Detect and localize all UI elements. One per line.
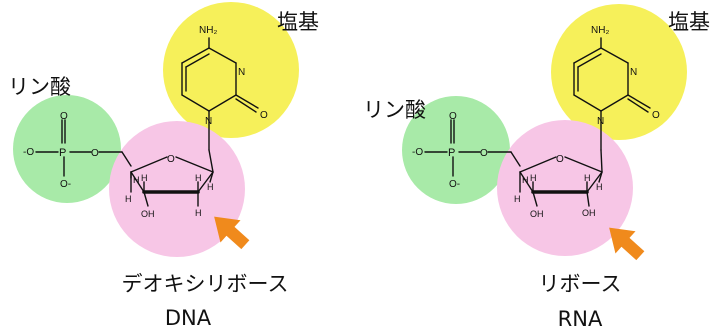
ring-nitrogen-label: N xyxy=(630,67,637,78)
c3-hydroxyl-label: OH xyxy=(141,209,155,219)
sugar-highlight xyxy=(109,121,245,257)
c4-hydrogen-label: H xyxy=(522,175,529,185)
phosphate-bottom-oxygen-label: O- xyxy=(60,179,71,190)
ring-nitrogen-label: N xyxy=(238,67,245,78)
phosphate-label: リン酸 xyxy=(363,98,426,122)
base-highlight xyxy=(551,4,687,140)
c2-hydrogen-label: H xyxy=(195,173,202,183)
nucleic-acid-name: DNA xyxy=(165,306,212,330)
dna-panel: NH₂ N N O O -O P O O- xyxy=(8,2,319,330)
ring-oxygen-label: O xyxy=(167,154,175,165)
deoxyribose-ring xyxy=(130,149,214,207)
amine-group-label: NH₂ xyxy=(199,25,217,36)
phosphate-top-oxygen-label: O xyxy=(60,111,68,122)
ring-oxygen-label: O xyxy=(556,154,564,165)
amine-group-label: NH₂ xyxy=(591,25,609,36)
cytosine-ring xyxy=(181,37,259,151)
phosphate-highlight xyxy=(13,95,121,203)
c4-lower-hydrogen-label: H xyxy=(125,194,132,204)
c3-hydrogen-label: H xyxy=(141,173,148,183)
phosphate-label: リン酸 xyxy=(8,75,71,99)
carbonyl-oxygen-label: O xyxy=(652,110,660,121)
c1-hydrogen-label: H xyxy=(207,182,214,192)
rna-panel: NH₂ N N O O -O P O O- xyxy=(363,4,710,331)
arrow-icon xyxy=(609,227,645,261)
c3-hydroxyl-label: OH xyxy=(530,209,544,219)
sugar-name: リボース xyxy=(539,272,622,296)
c2-lower-hydrogen-label: H xyxy=(195,208,202,218)
phosphate-highlight xyxy=(402,96,510,204)
glycosidic-nitrogen-label: N xyxy=(597,116,604,127)
phosphate-bottom-oxygen-label: O- xyxy=(449,179,460,190)
phosphate-top-oxygen-label: O xyxy=(449,111,457,122)
ribose-ring xyxy=(519,149,603,207)
c3-hydrogen-label: H xyxy=(530,173,537,183)
glycosidic-nitrogen-label: N xyxy=(205,116,212,127)
phosphorus-label: P xyxy=(59,147,66,159)
phosphate-ester-oxygen-label: O xyxy=(480,148,488,159)
phosphate-ester-oxygen-label: O xyxy=(91,148,99,159)
c4-hydrogen-label: H xyxy=(133,175,140,185)
c4-lower-hydrogen-label: H xyxy=(514,194,521,204)
carbonyl-oxygen-label: O xyxy=(260,110,268,121)
phosphate-left-oxygen-label: -O xyxy=(412,147,423,158)
c2-hydroxyl-label: OH xyxy=(582,208,596,218)
nucleic-acid-name: RNA xyxy=(558,307,603,331)
sugar-highlight xyxy=(497,120,633,256)
base-label: 塩基 xyxy=(277,10,319,34)
c2-hydrogen-label: H xyxy=(584,173,591,183)
arrow-icon xyxy=(214,216,250,250)
sugar-name: デオキシリボース xyxy=(122,272,289,296)
phosphorus-label: P xyxy=(448,147,455,159)
phosphate-group xyxy=(35,119,132,177)
phosphate-left-oxygen-label: -O xyxy=(23,147,34,158)
base-label: 塩基 xyxy=(668,10,710,34)
phosphate-group xyxy=(424,119,521,177)
cytosine-ring xyxy=(573,37,651,151)
c1-hydrogen-label: H xyxy=(596,182,603,192)
